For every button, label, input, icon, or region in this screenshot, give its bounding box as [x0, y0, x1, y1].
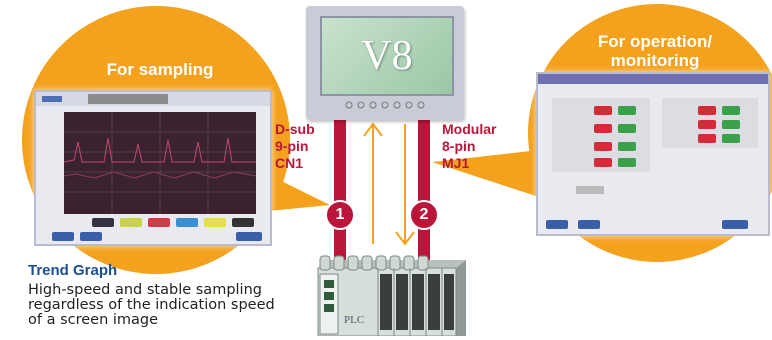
op-green-1	[618, 106, 636, 115]
v8-screen: V8	[320, 16, 454, 96]
op-green-3	[618, 142, 636, 151]
legend-btn-6	[232, 218, 254, 227]
op-nav-2	[578, 220, 600, 229]
trend-graph-description: High-speed and stable sampling regardles…	[28, 282, 275, 328]
nav-btn-3	[236, 232, 262, 241]
trend-plot-area	[63, 112, 257, 214]
op-green-7	[722, 134, 740, 143]
connection-2-label: Modular 8-pin MJ1	[442, 121, 497, 171]
trend-graph-title: Trend Graph	[28, 262, 118, 279]
op-red-7	[698, 134, 716, 143]
connection-1-label: D-sub 9-pin CN1	[275, 121, 315, 171]
operation-title: For operation/ monitoring	[597, 32, 713, 70]
trend-graph-screen	[34, 90, 272, 246]
counter-field	[576, 186, 604, 194]
v8-label: V8	[361, 33, 413, 79]
plc-device: PLC	[306, 252, 466, 337]
legend-btn-1	[92, 218, 114, 227]
right-bubble-pointer	[432, 150, 548, 200]
screen-logo	[42, 96, 62, 102]
op-green-4	[618, 158, 636, 167]
trend-lines	[63, 112, 257, 214]
left-bubble-pointer	[255, 168, 330, 212]
operation-screen	[536, 72, 770, 236]
legend-btn-3	[148, 218, 170, 227]
op-red-2	[594, 124, 612, 133]
op-green-6	[722, 120, 740, 129]
screen-title-field	[88, 94, 168, 104]
legend-btn-5	[204, 218, 226, 227]
connection-2-badge: 2	[409, 200, 439, 230]
op-red-3	[594, 142, 612, 151]
op-red-5	[698, 106, 716, 115]
op-red-6	[698, 120, 716, 129]
operation-header	[538, 74, 768, 84]
nav-btn-2	[80, 232, 102, 241]
legend-btn-2	[120, 218, 142, 227]
v8-hmi-device: V8	[306, 6, 464, 120]
sampling-title: For sampling	[106, 60, 214, 79]
nav-btn-1	[52, 232, 74, 241]
plc-label: PLC	[344, 314, 365, 326]
op-red-1	[594, 106, 612, 115]
plc-illustration	[317, 255, 466, 337]
connection-1-badge: 1	[325, 200, 355, 230]
op-green-5	[722, 106, 740, 115]
op-nav-3	[722, 220, 748, 229]
v8-function-keys	[345, 101, 425, 109]
legend-btn-4	[176, 218, 198, 227]
op-green-2	[618, 124, 636, 133]
op-nav-1	[546, 220, 568, 229]
op-red-4	[594, 158, 612, 167]
